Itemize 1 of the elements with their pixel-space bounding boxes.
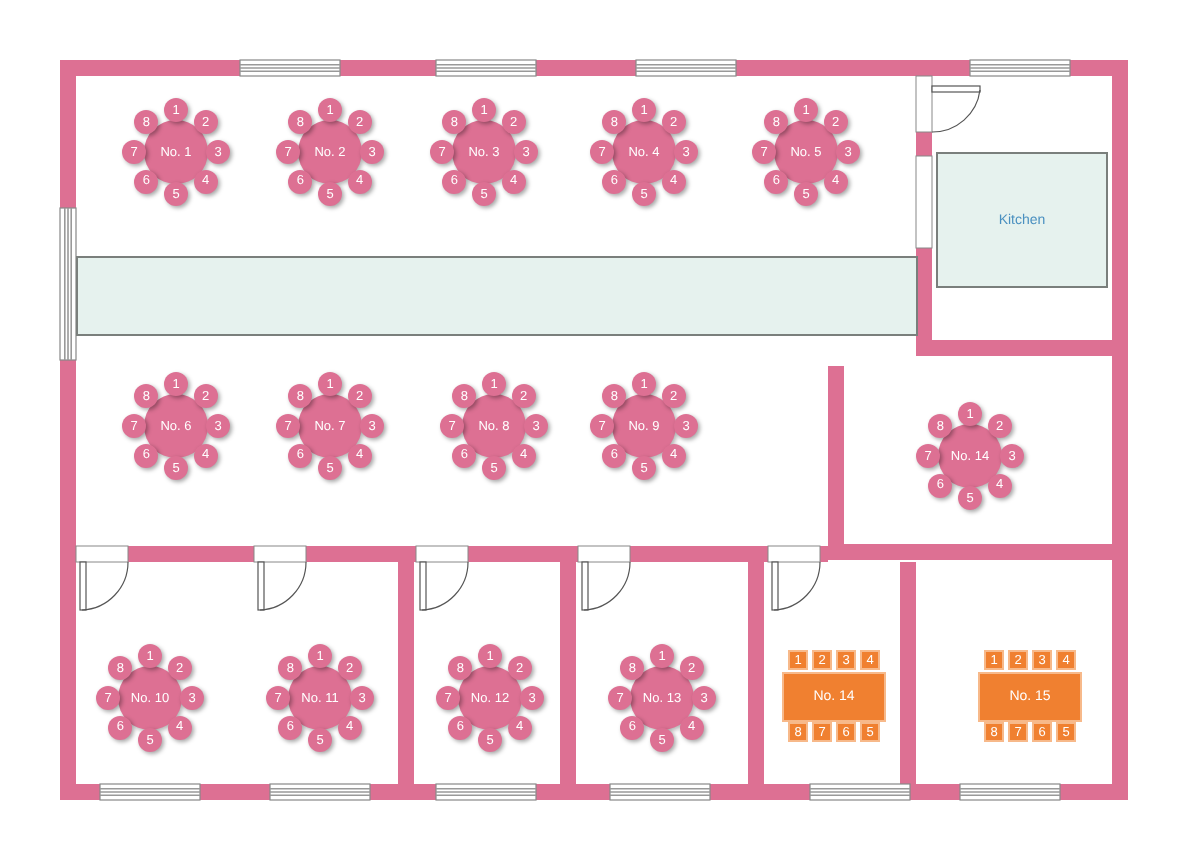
counter-area	[76, 256, 918, 336]
